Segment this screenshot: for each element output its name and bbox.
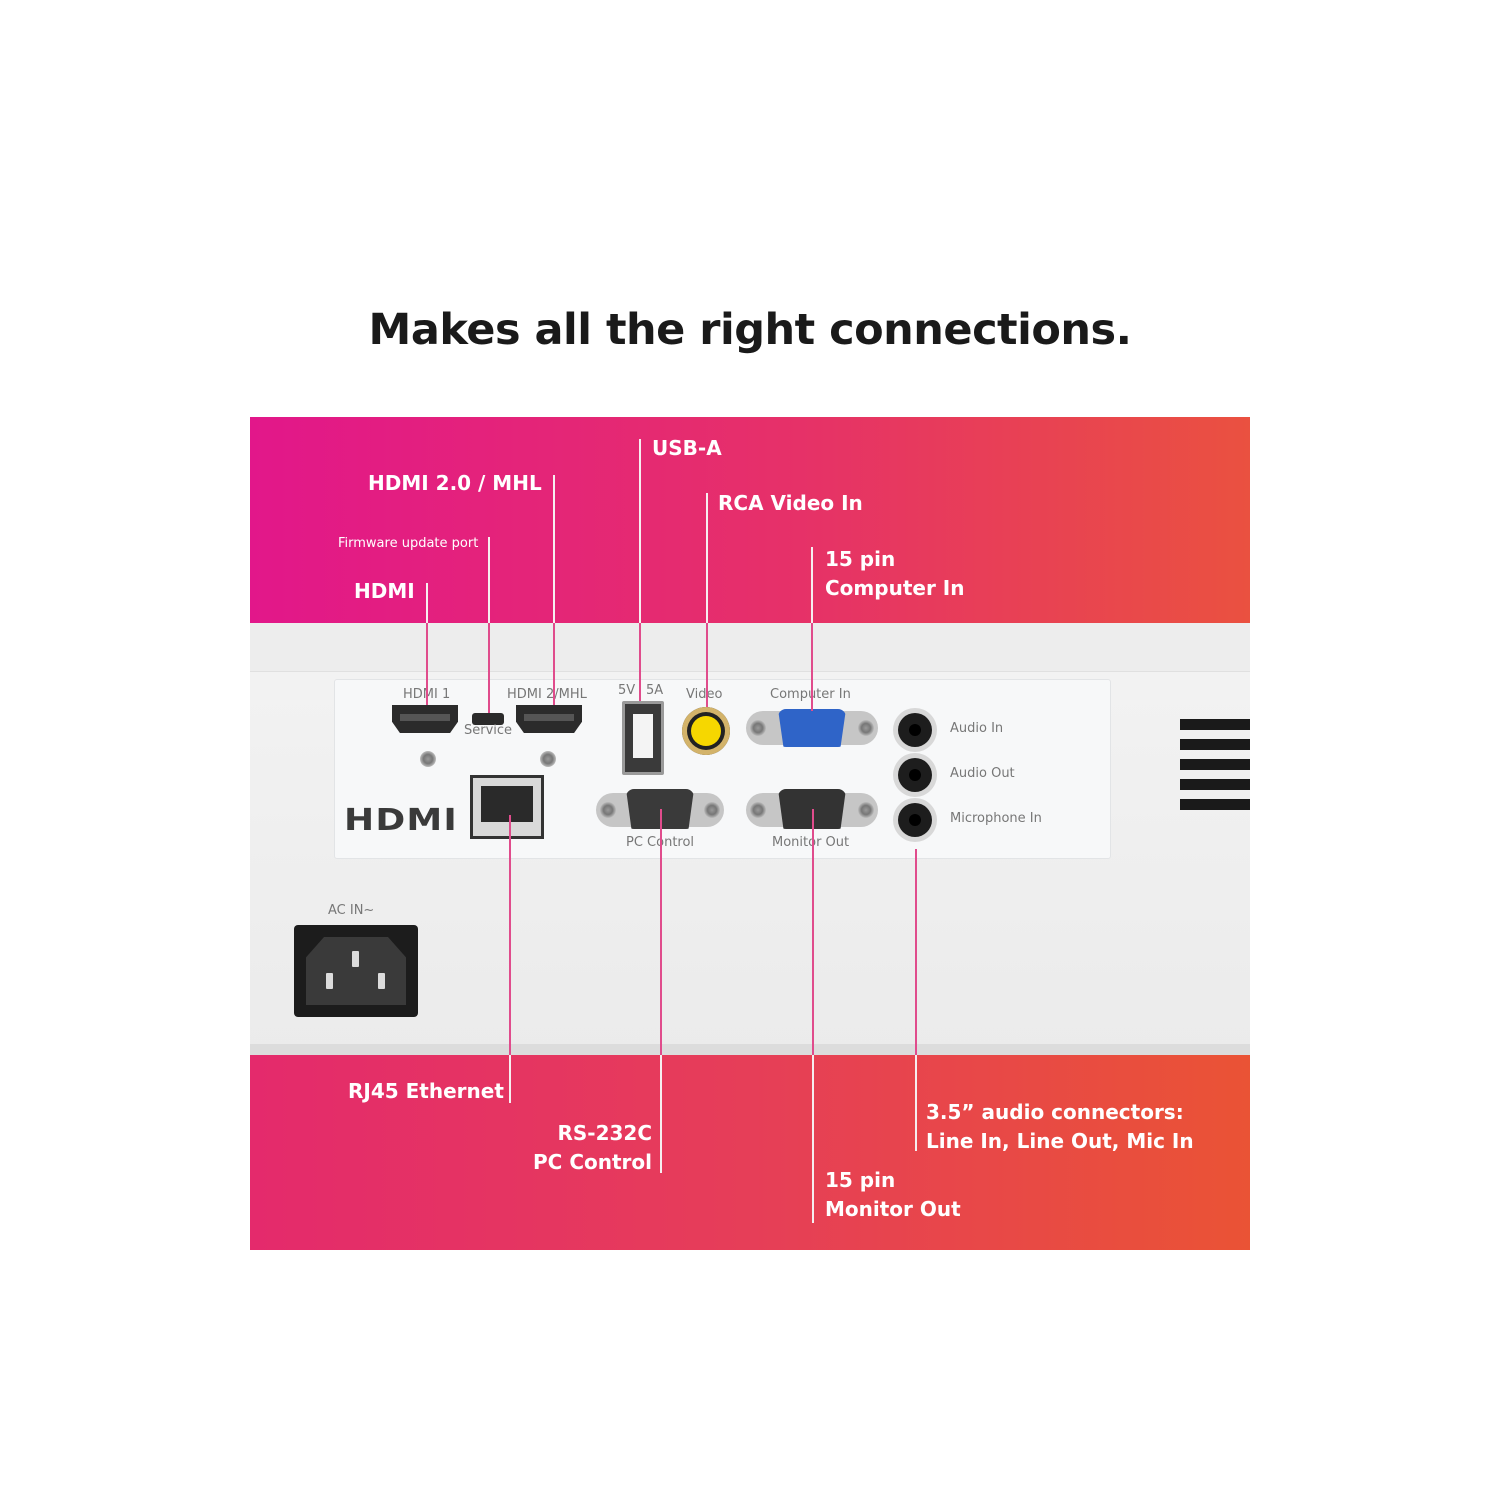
leader-firmware-panel	[488, 623, 490, 713]
vent-slot	[1180, 719, 1250, 730]
leader-computer-in-panel	[811, 623, 813, 711]
silk-computer-in: Computer In	[770, 687, 851, 702]
leader-hdmi-panel	[426, 623, 428, 705]
silk-service: Service	[464, 723, 513, 738]
callout-audio-line2: Line In, Line Out, Mic In	[926, 1129, 1194, 1153]
callout-monitor-out-line1: 15 pin	[825, 1168, 896, 1192]
mic-in-jack	[898, 803, 932, 837]
leader-monitor-out-panel	[812, 809, 814, 1055]
screw	[540, 751, 556, 767]
leader-rj45-panel	[509, 815, 511, 1055]
hdmi2-port	[516, 705, 582, 733]
screw	[420, 751, 436, 767]
audio-out-jack	[898, 758, 932, 792]
callout-computer-in-line2: Computer In	[825, 576, 965, 600]
silk-usb-5a: 5A	[646, 683, 664, 698]
top-band	[250, 417, 1250, 623]
screw	[600, 802, 616, 818]
leader-computer-in	[811, 547, 813, 623]
vent-slot	[1180, 739, 1250, 750]
callout-firmware: Firmware update port	[338, 536, 479, 551]
callout-rs232-line2: PC Control	[533, 1150, 652, 1174]
callout-monitor-out-line2: Monitor Out	[825, 1197, 961, 1221]
callout-rca: RCA Video In	[718, 491, 863, 515]
vent-slot	[1180, 759, 1250, 770]
callout-audio-line1: 3.5” audio connectors:	[926, 1100, 1184, 1124]
chassis-lip	[250, 1044, 1250, 1055]
callout-hdmi: HDMI	[354, 579, 415, 603]
io-panel	[334, 679, 1111, 859]
computer-in-vga-port	[778, 709, 846, 747]
leader-rs232-panel	[660, 809, 662, 1055]
leader-usb-a-panel	[639, 623, 641, 701]
screw	[704, 802, 720, 818]
chassis-top-edge	[250, 623, 1250, 672]
screw	[750, 720, 766, 736]
leader-usb-a	[639, 439, 641, 623]
silk-mic-in: Microphone In	[950, 811, 1042, 826]
vent-slot	[1180, 779, 1250, 790]
vent-slot	[1180, 799, 1250, 810]
callout-rj45: RJ45 Ethernet	[348, 1079, 504, 1103]
audio-in-jack	[898, 713, 932, 747]
screw	[858, 802, 874, 818]
hdmi-logo: HDMI	[344, 803, 459, 838]
rca-video-jack	[682, 707, 730, 755]
silk-audio-in: Audio In	[950, 721, 1004, 736]
leader-rca-panel	[706, 623, 708, 707]
silk-audio-out: Audio Out	[950, 766, 1015, 781]
leader-monitor-out	[812, 1055, 814, 1223]
silk-hdmi2: HDMI 2/MHL	[507, 687, 587, 702]
connector-panel-figure: HDMI 1 Service HDMI 2/MHL HDMI 5V 5A Vid…	[250, 417, 1250, 1250]
screw	[858, 720, 874, 736]
silk-video: Video	[686, 687, 723, 702]
silk-ac-in: AC IN~	[328, 903, 375, 918]
bottom-band	[250, 1055, 1250, 1250]
hdmi1-port	[392, 705, 458, 733]
leader-hdmi-mhl-panel	[553, 623, 555, 705]
leader-audio-panel	[915, 849, 917, 1055]
leader-rj45	[509, 1055, 511, 1103]
usb-a-port	[622, 701, 664, 775]
callout-usb-a: USB-A	[652, 436, 722, 460]
leader-rs232	[660, 1055, 662, 1173]
callout-hdmi-mhl: HDMI 2.0 / MHL	[368, 471, 542, 495]
rj45-port	[470, 775, 544, 839]
screw	[750, 802, 766, 818]
leader-firmware	[488, 537, 490, 623]
leader-rca	[706, 493, 708, 623]
silk-usb-5v: 5V	[618, 683, 636, 698]
callout-computer-in-line1: 15 pin	[825, 547, 896, 571]
ac-power-inlet	[294, 925, 418, 1017]
headline: Makes all the right connections.	[368, 305, 1132, 355]
leader-hdmi	[426, 583, 428, 623]
silk-monitor-out: Monitor Out	[772, 835, 850, 850]
leader-hdmi-mhl	[553, 475, 555, 623]
leader-audio	[915, 1055, 917, 1151]
service-micro-usb-port	[472, 713, 504, 725]
callout-rs232-line1: RS-232C	[557, 1121, 652, 1145]
